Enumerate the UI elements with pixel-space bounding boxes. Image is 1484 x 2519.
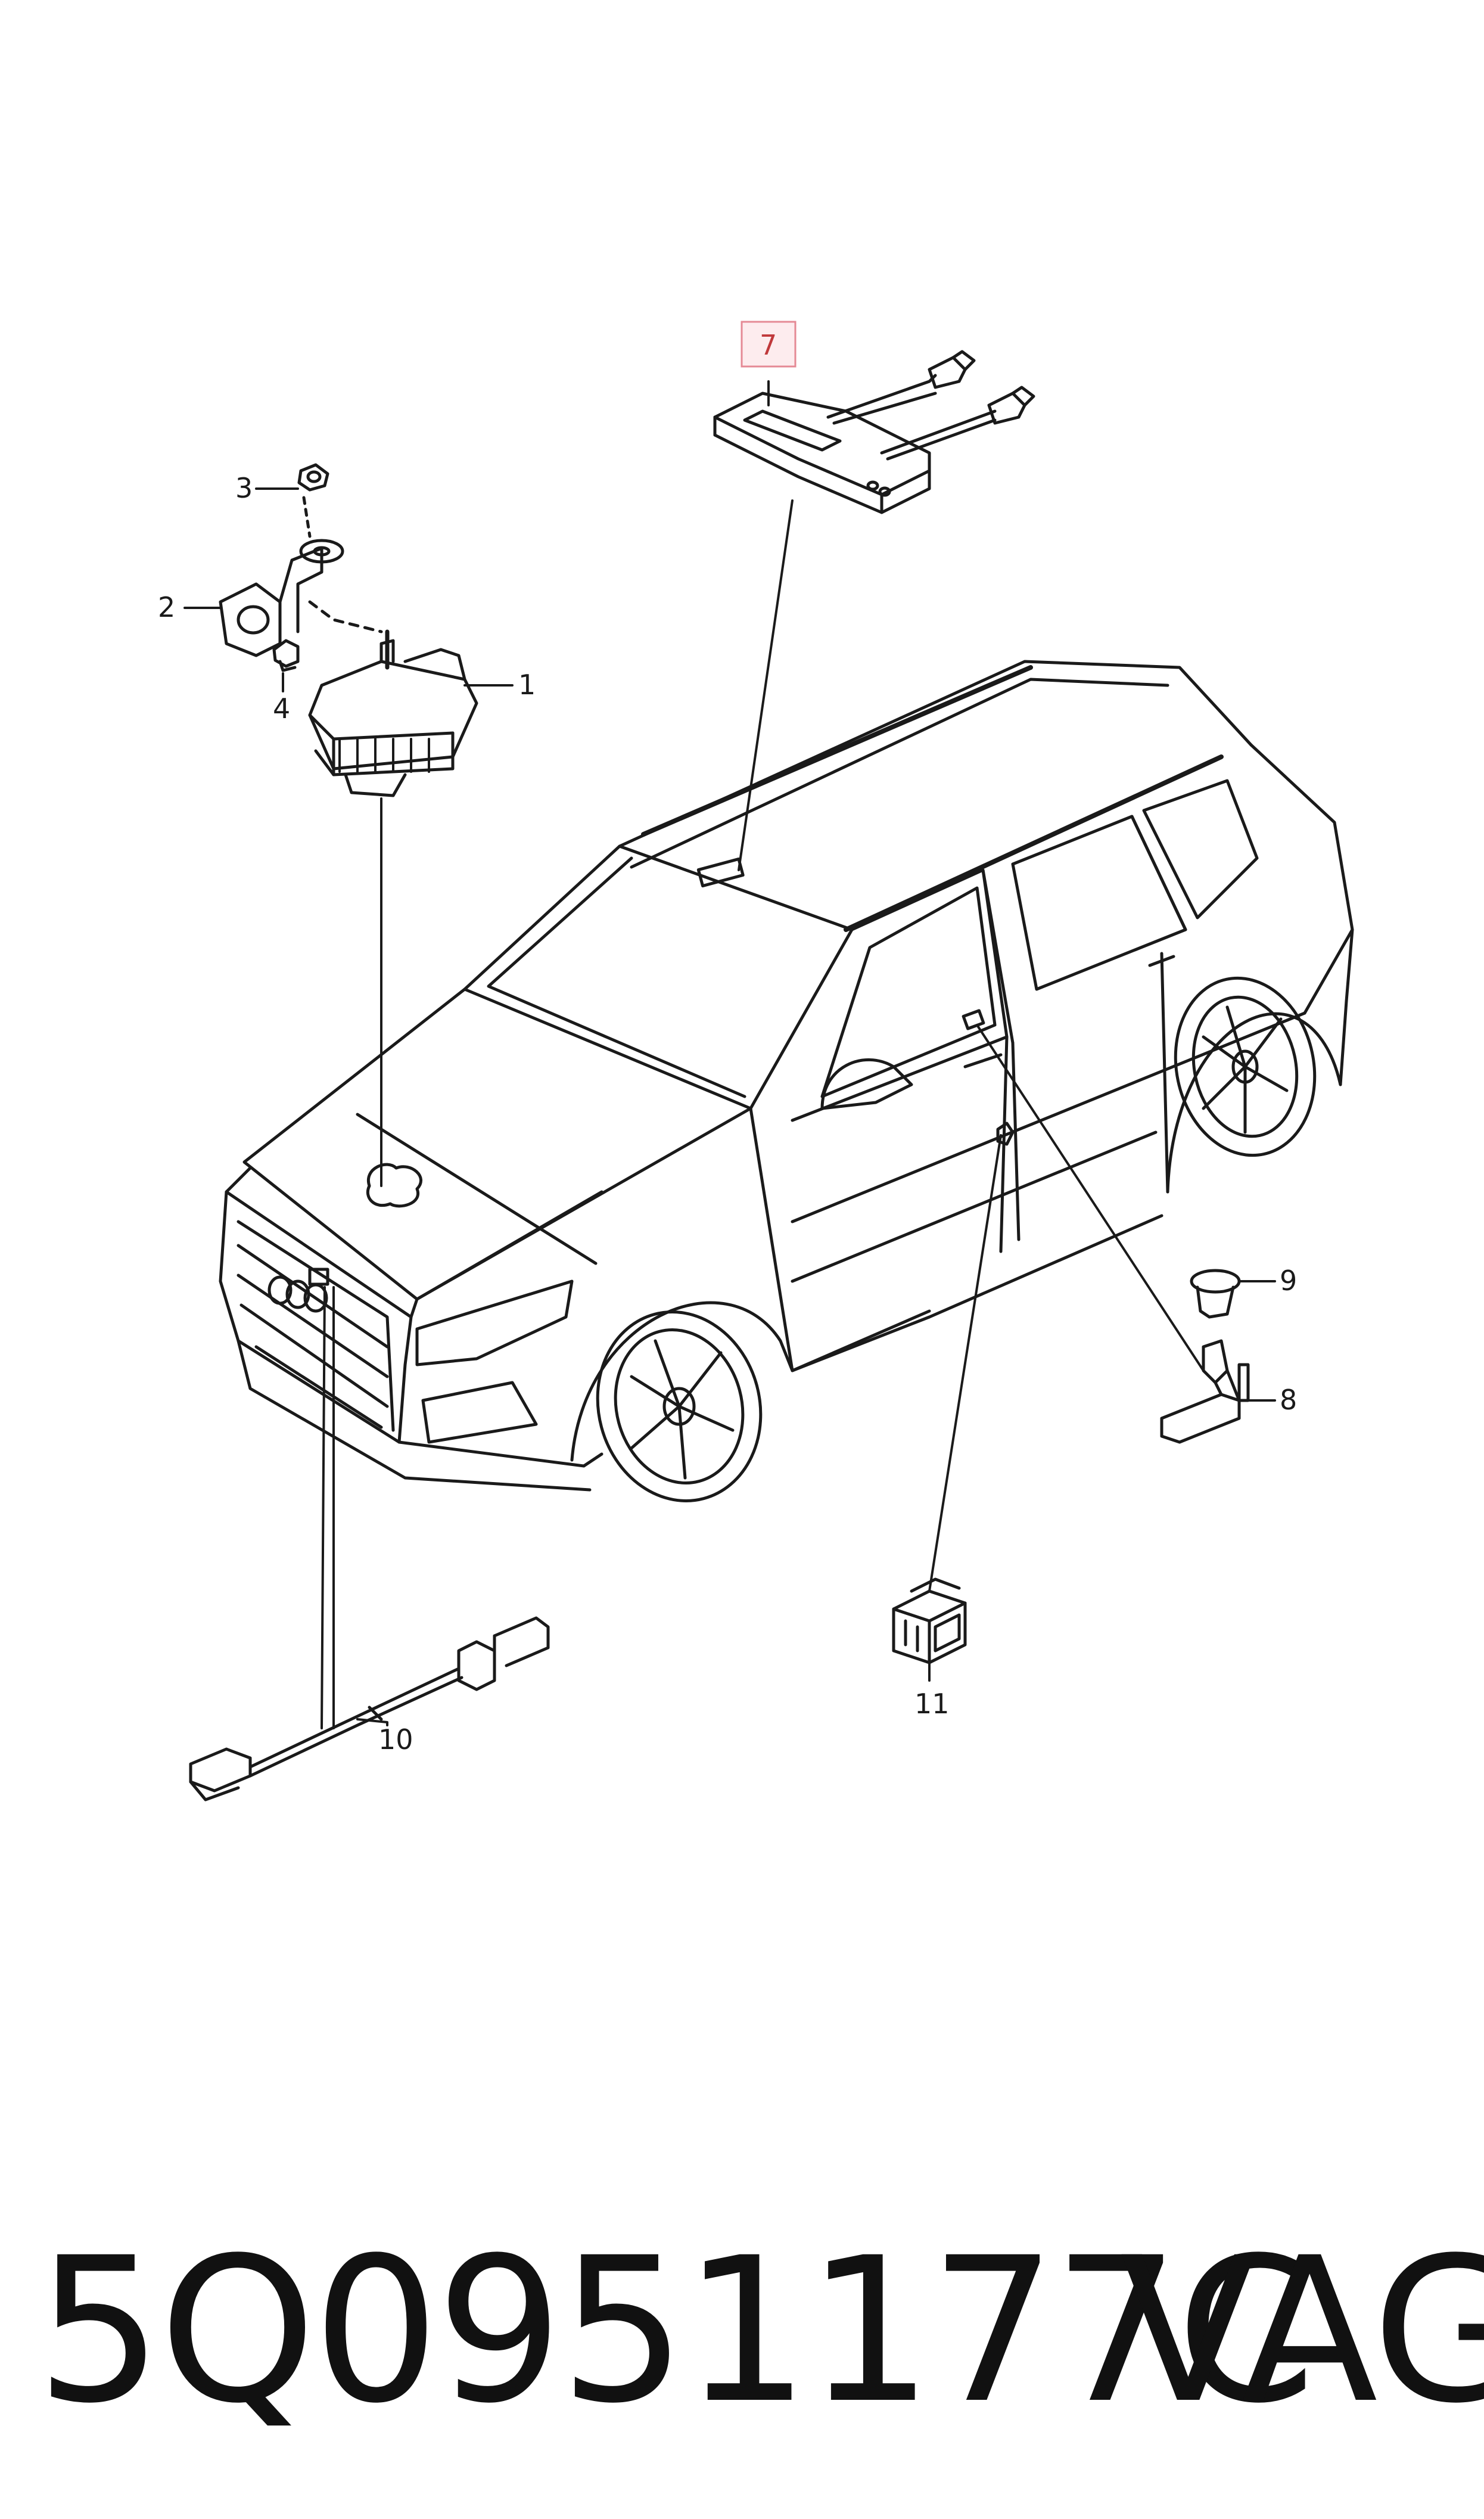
part-10-wiring-harness bbox=[189, 1616, 550, 1801]
highlight-box bbox=[741, 321, 797, 368]
part-number: 5Q0951177C bbox=[36, 2215, 1316, 2447]
leader-lines bbox=[183, 380, 1276, 1729]
part-4-nut bbox=[272, 639, 300, 672]
callout-8: 8 bbox=[1280, 1384, 1297, 1416]
part-8-sensor bbox=[1160, 1339, 1250, 1444]
vehicle-outline bbox=[219, 660, 1354, 1502]
callout-7: 7 bbox=[760, 329, 777, 361]
part-1-module bbox=[308, 629, 478, 797]
parts-diagram: 1 2 3 4 7 8 9 10 11 bbox=[158, 321, 1354, 1801]
part-9-clip bbox=[1190, 1269, 1241, 1319]
callout-10: 10 bbox=[378, 1723, 413, 1756]
part-3-nut-washer bbox=[297, 463, 344, 564]
callout-4: 4 bbox=[273, 692, 290, 725]
callout-11: 11 bbox=[914, 1688, 950, 1720]
brand-label: VAG bbox=[1120, 2215, 1484, 2447]
callout-1: 1 bbox=[518, 669, 536, 701]
part-7-control-unit bbox=[713, 350, 1035, 514]
callout-3: 3 bbox=[235, 472, 253, 504]
callout-9: 9 bbox=[1280, 1265, 1297, 1297]
part-2-bracket bbox=[219, 546, 323, 657]
callout-2: 2 bbox=[158, 591, 175, 623]
